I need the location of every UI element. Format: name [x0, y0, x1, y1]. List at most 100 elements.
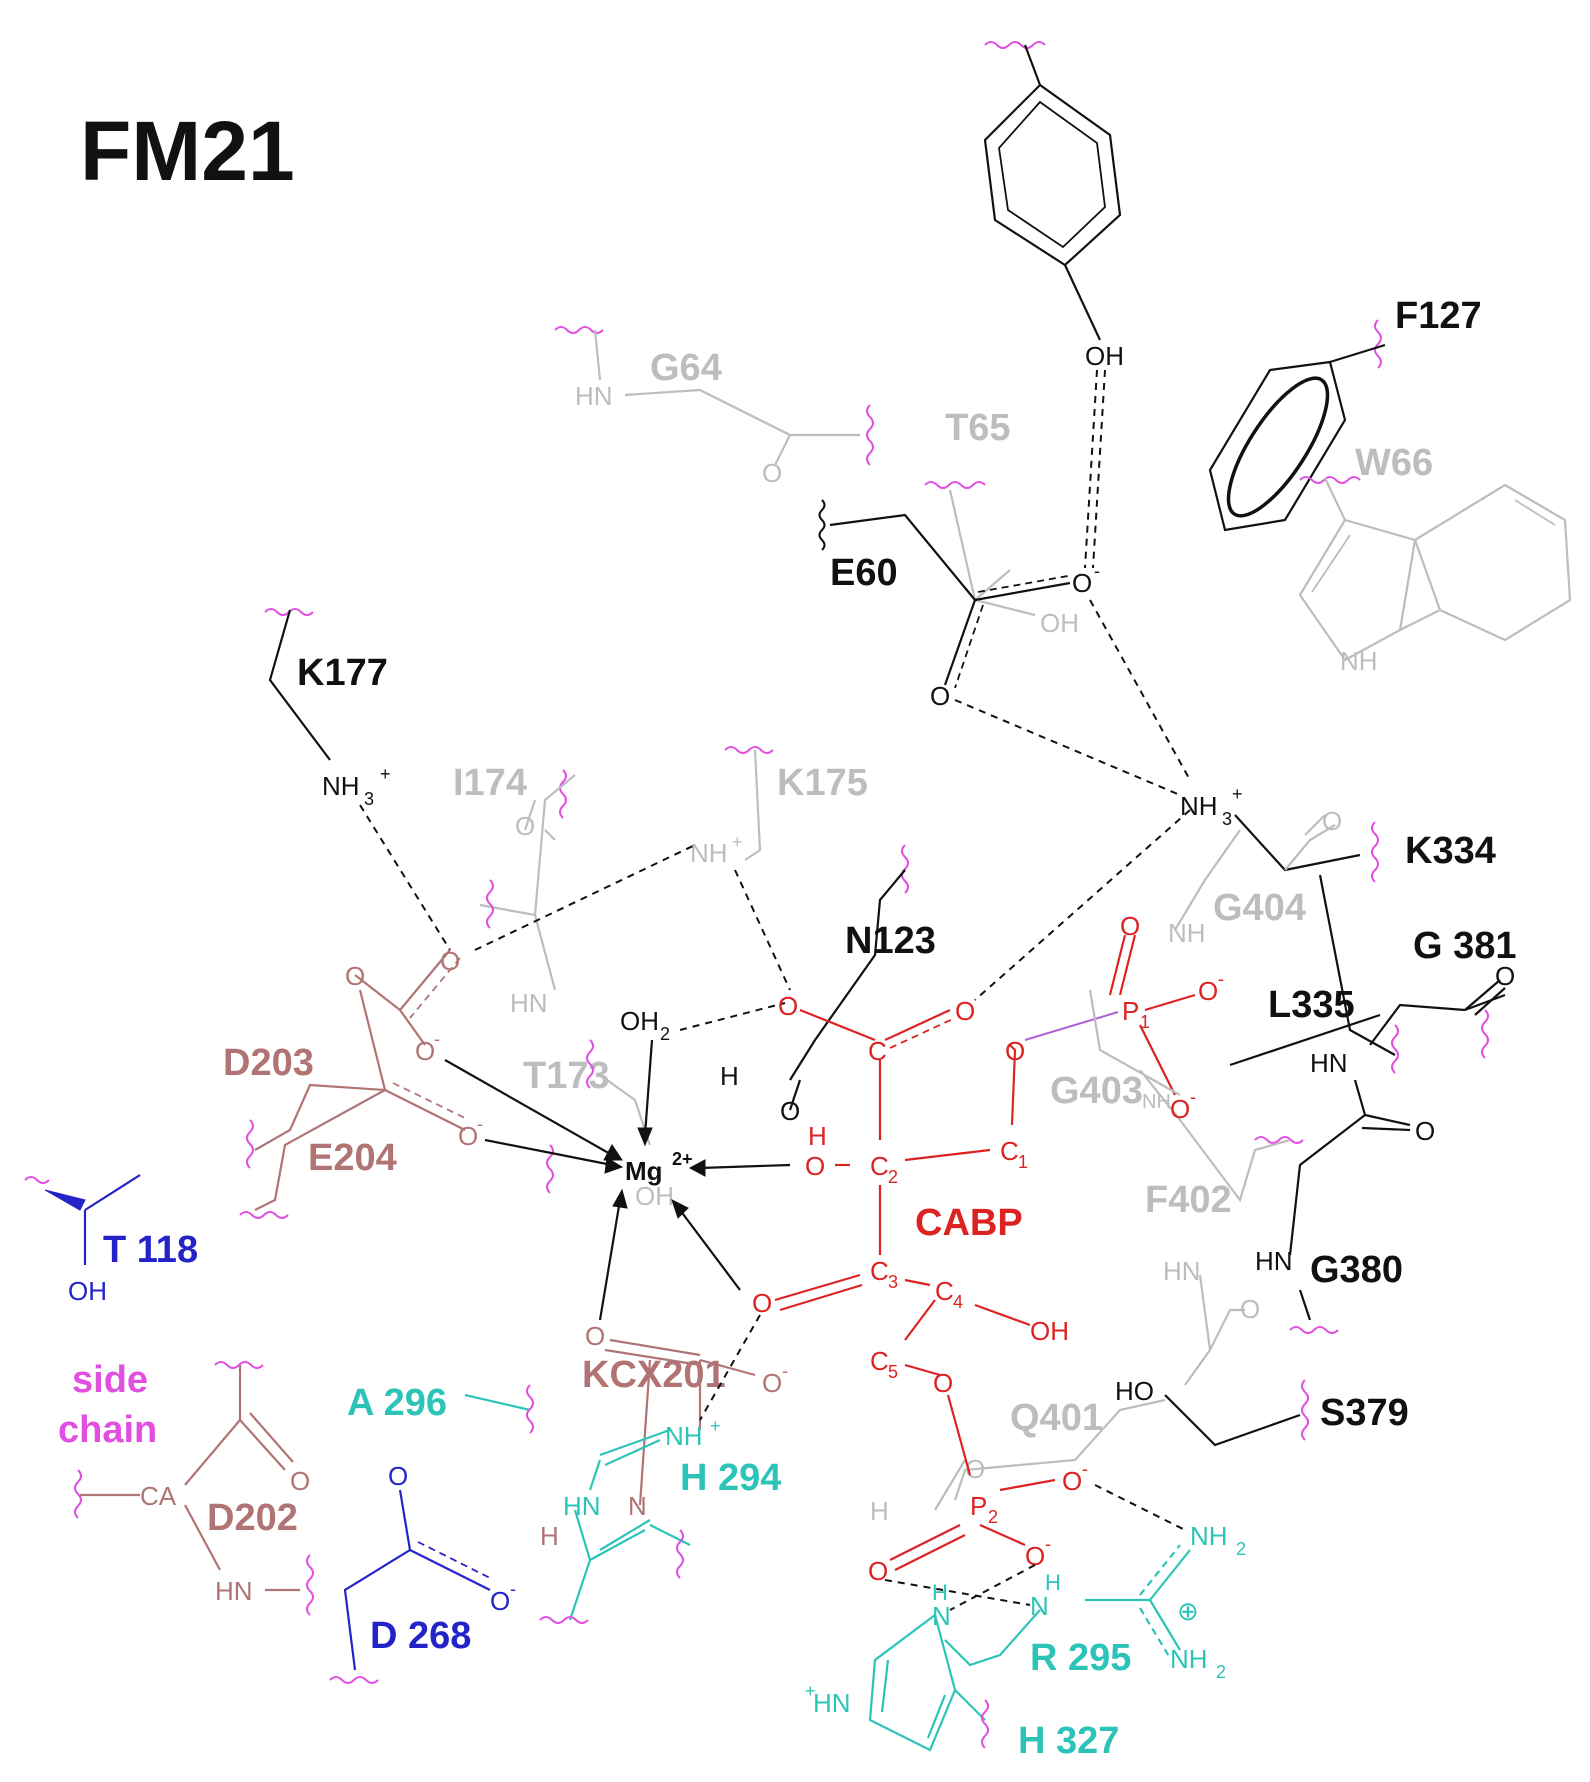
svg-text:-: -: [477, 1114, 483, 1134]
residue-label-h327: H 327: [1018, 1720, 1119, 1762]
svg-text:5: 5: [888, 1362, 898, 1382]
t173-oh-label: OH: [635, 1181, 674, 1211]
s379-ho-label: HO: [1115, 1376, 1154, 1406]
h327-imidazole: [868, 1613, 989, 1752]
g404-nh-label: NH: [1168, 918, 1206, 948]
mg-ion-label: Mg: [625, 1156, 663, 1186]
residue-label-d202: D202: [207, 1497, 298, 1539]
cabp-p1-o1-label: O: [1120, 911, 1140, 941]
residue-label-t118: T 118: [103, 1229, 198, 1271]
cabp-c2-label: C: [870, 1151, 889, 1181]
diagram-title: FM21: [80, 104, 295, 198]
residue-label-g381: G 381: [1413, 925, 1517, 967]
h294-imidazole: [539, 1428, 691, 1624]
k334-nh3-label: NH: [1180, 791, 1218, 821]
t118-side-chain: [24, 1174, 141, 1265]
q401-h2n-label: H: [870, 1496, 889, 1526]
d268-o2-label: O: [490, 1586, 510, 1616]
r295-n-label: N: [1030, 1591, 1049, 1621]
g64-backbone: [554, 326, 874, 466]
residue-label-g380: G380: [1310, 1249, 1403, 1291]
g403-nh-label: NH: [1142, 1091, 1171, 1113]
residue-label-q401: Q401: [1010, 1397, 1103, 1439]
hbonds-mid: [474, 844, 791, 991]
d268-o1-label: O: [388, 1461, 408, 1491]
residue-label-f127: F127: [1395, 295, 1482, 337]
cabp-o4-label: O: [805, 1151, 825, 1181]
residue-label-s379: S379: [1320, 1392, 1409, 1434]
cabp-p2-o1-label: O: [1062, 1466, 1082, 1496]
g380-hn-label: HN: [1310, 1048, 1348, 1078]
w66-nh-label: NH: [1340, 646, 1378, 676]
svg-text:-: -: [782, 1361, 788, 1381]
residue-label-t65: T65: [945, 407, 1010, 449]
e60-o-label: O: [930, 681, 950, 711]
d203-o3-label: O: [415, 1036, 435, 1066]
residue-label-d268: D 268: [370, 1615, 471, 1657]
residue-label-e60: E60: [830, 552, 898, 594]
residue-label-a296: A 296: [347, 1382, 447, 1424]
k175-side-chain: [724, 746, 774, 861]
r295-nh2a-label: NH: [1190, 1521, 1228, 1551]
q401-side-chain: [934, 1398, 1166, 1511]
svg-text:-: -: [434, 1029, 440, 1049]
cabp-c5-label: C: [870, 1346, 889, 1376]
g64-hn-label: HN: [575, 381, 613, 411]
svg-text:-: -: [1082, 1459, 1088, 1479]
h327-h-label: H: [932, 1580, 948, 1605]
svg-text:2+: 2+: [672, 1149, 693, 1169]
cabp-oh-label: OH: [1030, 1316, 1069, 1346]
g380-backbone: [1254, 1079, 1411, 1334]
residue-label-kcx201: KCX201: [582, 1354, 726, 1396]
cabp-c4-label: C: [935, 1276, 954, 1306]
residue-label-g403: G403: [1050, 1070, 1143, 1112]
g404-o-label: O: [1322, 806, 1342, 836]
residue-label-r295: R 295: [1030, 1637, 1131, 1679]
svg-text:2: 2: [1236, 1539, 1246, 1559]
residue-label-l335: L335: [1268, 984, 1355, 1026]
t118-oh-label: OH: [68, 1276, 107, 1306]
svg-text:+: +: [1232, 784, 1243, 804]
kcx201-carbamate: [604, 1338, 756, 1506]
a296-backbone: [464, 1384, 534, 1434]
s379-side-chain: [1164, 1379, 1309, 1447]
residue-label-g404: G404: [1213, 887, 1306, 929]
legend-side-label: side: [72, 1359, 148, 1401]
cabp-ligand: [774, 934, 1196, 1571]
d202-o-label: O: [290, 1466, 310, 1496]
f127-phenyl: [1208, 319, 1386, 532]
cabp-p1-o3-label: O: [1170, 1094, 1190, 1124]
residue-label-f402: F402: [1145, 1179, 1232, 1221]
cabp-c1-label: C: [1000, 1136, 1019, 1166]
f402-hn-label: HN: [1163, 1256, 1201, 1286]
kcx201-n-label: N: [628, 1491, 647, 1521]
d268-carboxylate: [329, 1489, 491, 1684]
cabp-o3-label: O: [1005, 1036, 1025, 1066]
cabp-p1-o2-label: O: [1198, 976, 1218, 1006]
residue-label-n123: N123: [845, 920, 936, 962]
k177-side-chain: [264, 608, 331, 761]
residue-label-d203: D203: [223, 1042, 314, 1084]
g404-backbone: [1174, 814, 1336, 931]
tyrosine-side-chain: [983, 41, 1122, 341]
d203-o2-label: O: [345, 961, 365, 991]
h327-n-label: N: [932, 1601, 951, 1631]
t65-oh-label: OH: [1040, 608, 1079, 638]
d203-o1-label: O: [440, 946, 460, 976]
r295-guanidinium: [944, 1544, 1191, 1667]
g381-o-label: O: [1495, 961, 1515, 991]
water-label: OH: [620, 1006, 659, 1036]
svg-text:+: +: [805, 1681, 816, 1701]
g380-hn2-label: HN: [1255, 1246, 1293, 1276]
svg-text:2: 2: [1216, 1662, 1226, 1682]
h294-nh-label: NH: [665, 1421, 703, 1451]
h294-hn-label: HN: [563, 1491, 601, 1521]
svg-text:2: 2: [988, 1507, 998, 1527]
cabp-p2-label: P: [970, 1491, 987, 1521]
w66-indole: [1298, 476, 1572, 662]
svg-text:3: 3: [888, 1272, 898, 1292]
mg-coordination: [444, 1002, 791, 1321]
residue-label-t173: T173: [523, 1055, 610, 1097]
svg-text:-: -: [510, 1579, 516, 1599]
